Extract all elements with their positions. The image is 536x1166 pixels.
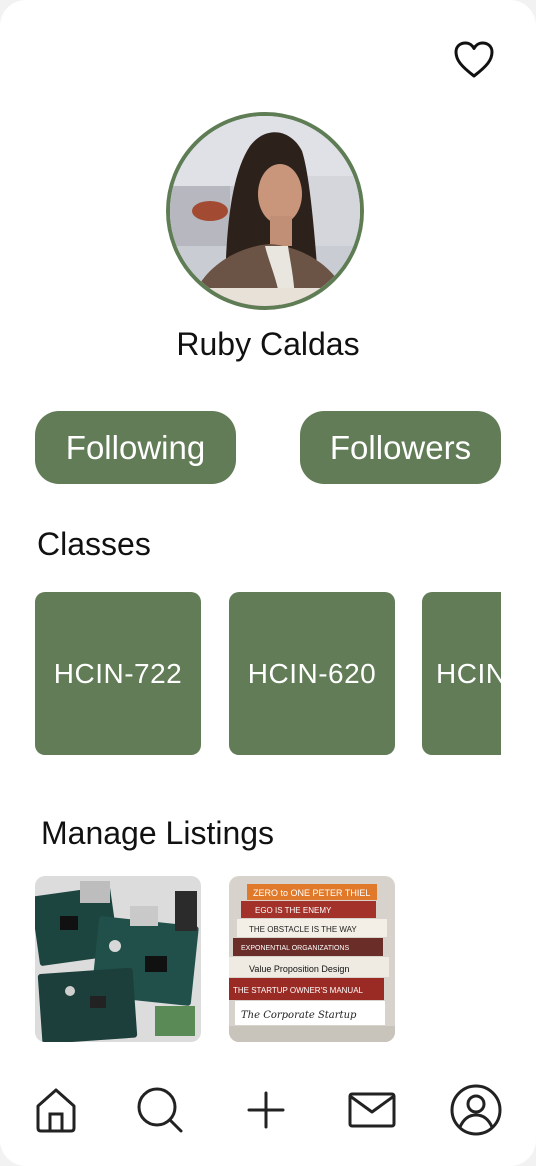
book-spine: Value Proposition Design [249, 964, 349, 974]
bottom-navigation [0, 1075, 536, 1145]
plus-icon [247, 1091, 285, 1129]
class-card-label: HCIN-620 [247, 657, 377, 689]
following-button[interactable]: Following [35, 411, 236, 484]
avatar-photo [170, 116, 360, 306]
book-spine: The Corporate Startup [241, 1010, 357, 1021]
circuit-boards-photo [35, 876, 201, 1042]
avatar[interactable] [166, 112, 364, 310]
book-spine: EGO IS THE ENEMY [255, 906, 332, 915]
mail-icon [348, 1092, 396, 1128]
nav-messages-button[interactable] [342, 1075, 402, 1145]
book-spine: THE OBSTACLE IS THE WAY [249, 925, 357, 934]
profile-icon [450, 1084, 502, 1136]
search-icon [137, 1087, 183, 1133]
listing-item[interactable]: ZERO to ONE PETER THIEL EGO IS THE ENEMY… [229, 876, 395, 1042]
class-card[interactable]: HCIN-722 [35, 592, 201, 755]
favorites-button[interactable] [452, 38, 496, 82]
profile-name: Ruby Caldas [176, 326, 360, 362]
classes-heading: Classes [37, 526, 151, 562]
listings-heading: Manage Listings [41, 815, 275, 851]
class-card-label: HCIN-722 [53, 657, 183, 689]
book-stack-photo: ZERO to ONE PETER THIEL EGO IS THE ENEMY… [229, 876, 395, 1042]
book-spine: ZERO to ONE PETER THIEL [253, 888, 370, 898]
heart-icon [454, 41, 494, 78]
nav-search-button[interactable] [130, 1075, 190, 1145]
nav-home-button[interactable] [26, 1075, 86, 1145]
class-card-label: HCIN [436, 657, 501, 689]
class-card[interactable]: HCIN [422, 592, 501, 755]
book-spine: THE STARTUP OWNER'S MANUAL [233, 986, 364, 995]
nav-profile-button[interactable] [446, 1075, 506, 1145]
book-spine: EXPONENTIAL ORGANIZATIONS [241, 945, 349, 952]
classes-carousel[interactable]: HCIN-722 HCIN-620 HCIN [35, 592, 501, 755]
home-icon [36, 1088, 76, 1133]
followers-button[interactable]: Followers [300, 411, 501, 484]
nav-add-button[interactable] [236, 1075, 296, 1145]
listing-item[interactable] [35, 876, 201, 1042]
class-card[interactable]: HCIN-620 [229, 592, 395, 755]
